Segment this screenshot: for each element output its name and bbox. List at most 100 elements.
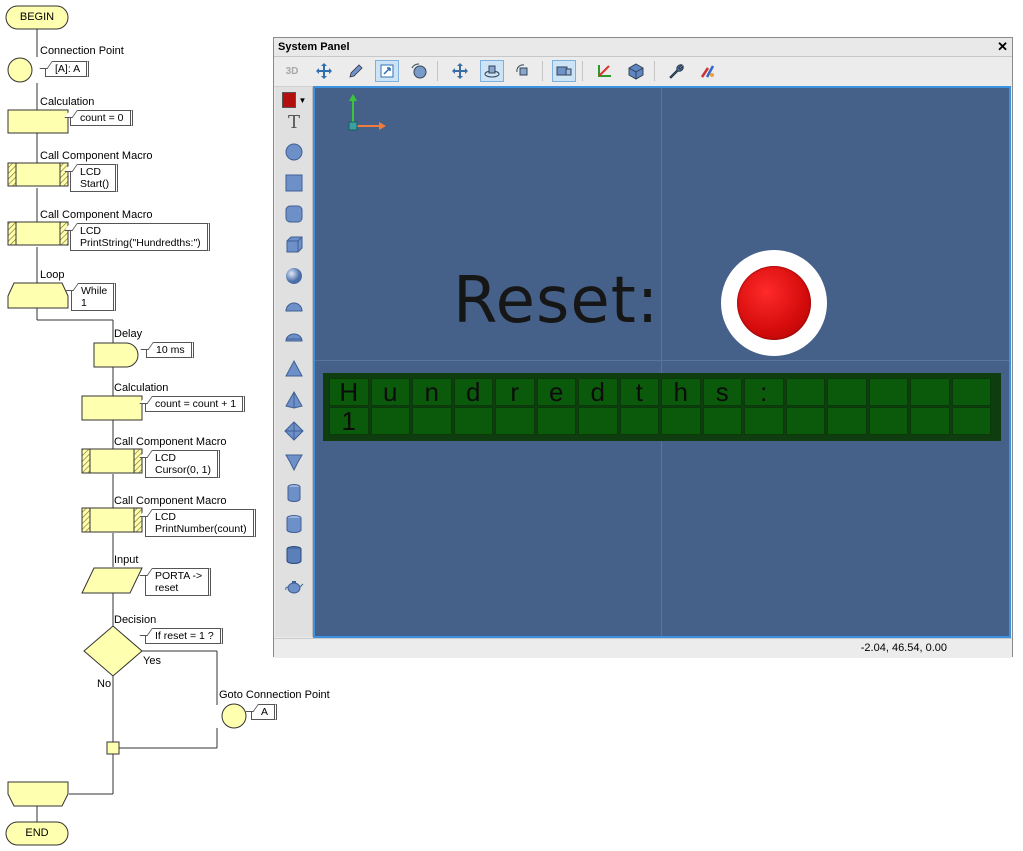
toolbar-3d-label: 3D [285, 65, 299, 77]
goto-connection-circle[interactable] [221, 703, 247, 729]
lcd-cell [412, 407, 452, 435]
teapot-tool-icon[interactable] [281, 573, 307, 599]
shape-palette: ▼ T [275, 87, 313, 637]
lcd-cell [827, 407, 867, 435]
macro-comment-1-line2: Start() [80, 178, 110, 190]
decision-diamond[interactable] [83, 625, 143, 677]
connection-point-comment: [A]: A [45, 61, 90, 77]
pyramid-tool-icon[interactable] [281, 387, 307, 413]
lcd-cell [578, 407, 618, 435]
reset-button-cap [737, 266, 811, 340]
rectangle-tool-icon[interactable] [281, 170, 307, 196]
dome-tool-icon[interactable] [281, 325, 307, 351]
2d-view-icon[interactable] [552, 60, 576, 82]
lcd-cell: r [495, 378, 535, 406]
macro-block-2[interactable] [7, 221, 69, 246]
lcd-cell [868, 378, 908, 406]
lcd-cell: 1 [329, 407, 369, 435]
panel-title: System Panel [278, 41, 350, 53]
macro-comment-2-line2: PrintString("Hundredths:") [80, 237, 201, 249]
lcd-cell: d [578, 378, 618, 406]
lcd-cell: s [702, 378, 742, 406]
color-picker[interactable]: ▼ [281, 87, 307, 113]
lcd-cell [702, 407, 742, 435]
macro-comment-1-line1: LCD [80, 166, 102, 178]
delay-caption: Delay [114, 328, 143, 340]
calculation-caption-1: Calculation [40, 96, 95, 108]
cone-tool-icon[interactable] [281, 356, 307, 382]
axis-view-icon[interactable] [592, 60, 616, 82]
rounded-rectangle-tool-icon[interactable] [281, 201, 307, 227]
rotate-view-icon[interactable] [511, 60, 535, 82]
prism-tool-icon[interactable] [281, 449, 307, 475]
tube-tool-icon[interactable] [281, 511, 307, 537]
delay-block[interactable] [93, 342, 139, 368]
cube-view-icon[interactable] [624, 60, 648, 82]
loop-block[interactable] [7, 282, 69, 309]
circle-tool-icon[interactable] [281, 139, 307, 165]
lcd-cell [495, 407, 535, 435]
macro-comment-2-line1: LCD [80, 225, 102, 237]
loop-end-block[interactable] [7, 781, 69, 807]
delay-comment: 10 ms [146, 342, 194, 358]
lcd-cell: d [453, 378, 493, 406]
calculation-caption-2: Calculation [114, 382, 169, 394]
calculation-comment-2: count = count + 1 [145, 396, 246, 412]
capped-cylinder-tool-icon[interactable] [281, 542, 307, 568]
decision-no-label: No [97, 678, 112, 690]
octahedron-tool-icon[interactable] [281, 418, 307, 444]
end-terminator[interactable] [5, 821, 69, 846]
sphere-tool-icon[interactable] [281, 263, 307, 289]
lcd-cell [868, 407, 908, 435]
macro-caption-2: Call Component Macro [40, 209, 153, 221]
lcd-cell [619, 407, 659, 435]
goto-comment: A [251, 704, 278, 720]
properties-brush-icon[interactable] [696, 60, 720, 82]
hemisphere-tool-icon[interactable] [281, 294, 307, 320]
pan-view-icon[interactable] [448, 60, 472, 82]
lcd-cell: H [329, 378, 369, 406]
calculation-comment-1: count = 0 [70, 110, 133, 126]
lcd-cell [536, 407, 576, 435]
cylinder-tool-icon[interactable] [281, 480, 307, 506]
rotate-object-icon[interactable] [407, 60, 431, 82]
cube-tool-icon[interactable] [281, 232, 307, 258]
pencil-icon[interactable] [344, 60, 368, 82]
grid-line-horizontal [315, 360, 1009, 361]
lcd-cell: n [412, 378, 452, 406]
macro-block-4[interactable] [81, 507, 143, 533]
macro-block-3[interactable] [81, 448, 143, 474]
decision-caption: Decision [114, 614, 157, 626]
select-region-icon[interactable] [375, 60, 399, 82]
lcd-cell [910, 407, 950, 435]
calculation-block-2[interactable] [81, 395, 143, 421]
lcd-cell: e [536, 378, 576, 406]
text-tool-icon[interactable]: T [287, 111, 300, 133]
input-block[interactable] [81, 567, 143, 594]
input-caption: Input [114, 554, 139, 566]
input-comment-line2: reset [155, 582, 179, 594]
connection-point-caption: Connection Point [40, 45, 124, 57]
panel-titlebar[interactable]: System Panel ✕ [274, 38, 1012, 57]
lcd-cell: : [744, 378, 784, 406]
orbit-view-icon[interactable] [480, 60, 504, 82]
calculation-block-1[interactable] [7, 109, 69, 134]
move-icon[interactable] [312, 60, 336, 82]
close-button[interactable]: ✕ [997, 39, 1008, 54]
macro-caption-1: Call Component Macro [40, 150, 153, 162]
connection-point-circle[interactable] [7, 57, 33, 83]
reset-button[interactable] [721, 250, 827, 356]
lcd-cell [370, 407, 410, 435]
lcd-cell: t [619, 378, 659, 406]
macro-block-1[interactable] [7, 162, 69, 187]
wrench-icon[interactable] [664, 60, 688, 82]
begin-terminator[interactable] [5, 5, 69, 30]
decision-yes-label: Yes [143, 655, 161, 667]
loop-caption: Loop [40, 269, 65, 281]
decision-comment: If reset = 1 ? [145, 628, 223, 644]
